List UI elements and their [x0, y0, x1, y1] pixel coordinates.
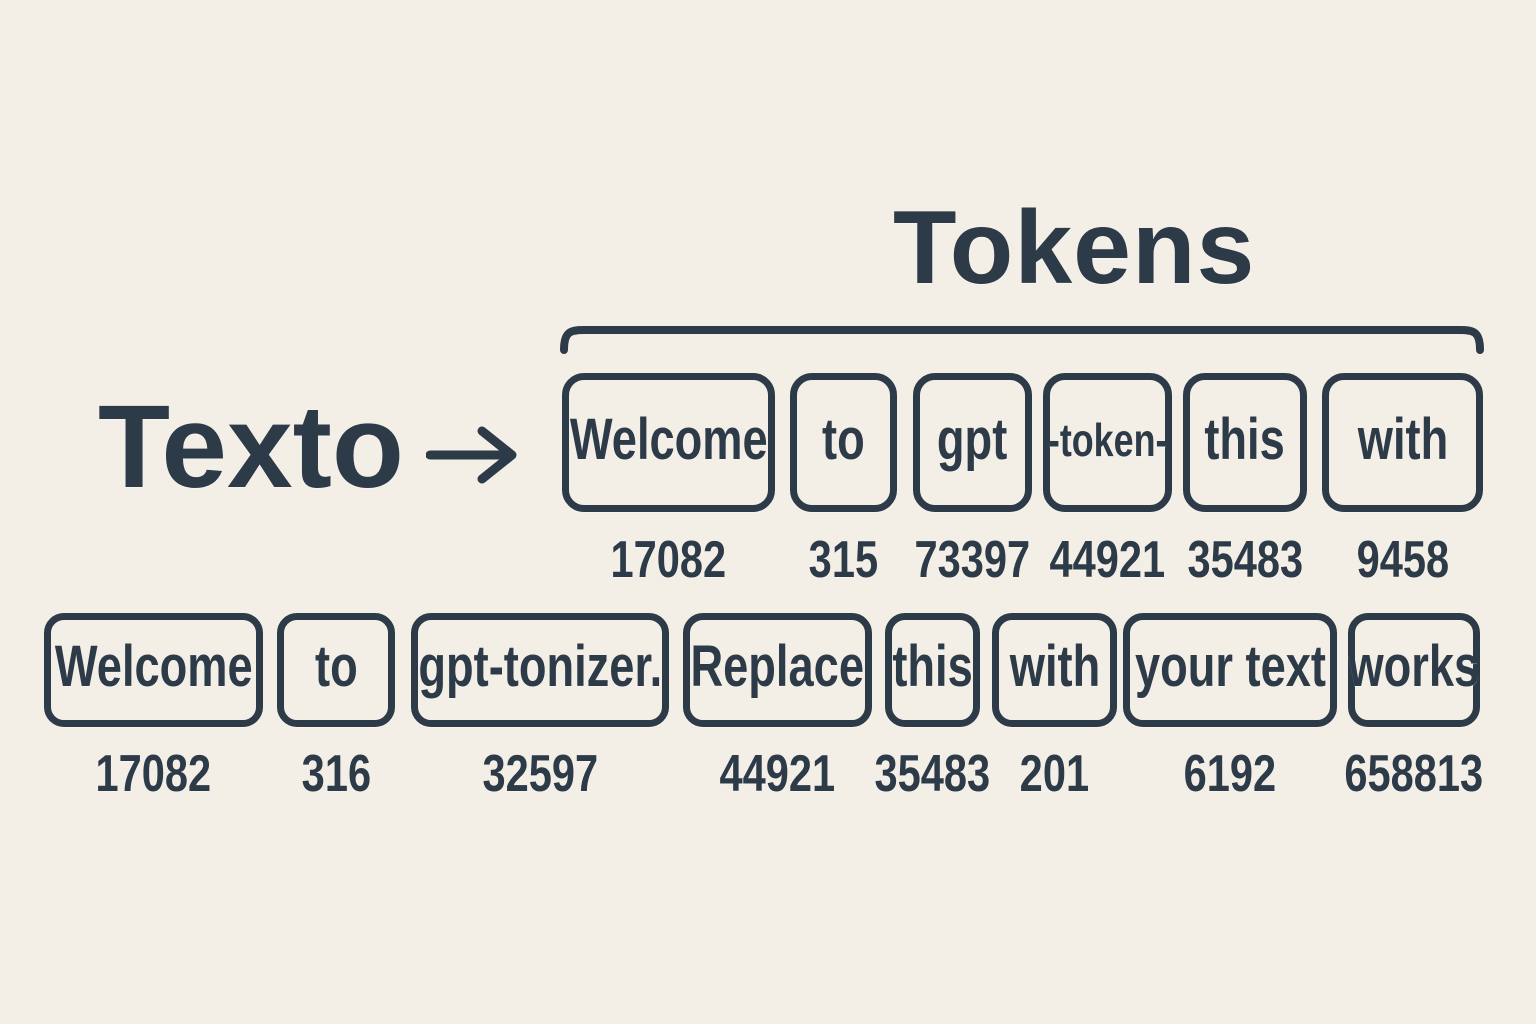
tokens-title: Tokens — [893, 190, 1256, 306]
token-box: this — [885, 613, 980, 727]
token-id: 32597 — [482, 745, 598, 803]
token-box: with — [1322, 373, 1483, 512]
token-id: 35483 — [874, 745, 991, 803]
token-label: to — [314, 634, 358, 699]
token-box: to — [790, 373, 897, 512]
token-box: gpt-tonizer. — [411, 613, 669, 727]
token-label: to — [822, 406, 865, 472]
token-id: 44921 — [1049, 531, 1166, 589]
token-id: 17082 — [610, 531, 727, 589]
token-id: 44921 — [719, 745, 836, 803]
token-label: gpt-tonizer. — [418, 634, 662, 699]
token-id: 201 — [1019, 745, 1090, 803]
token-id: 316 — [301, 745, 371, 803]
token-id: 658813 — [1344, 745, 1484, 803]
token-box: -token- — [1043, 373, 1172, 512]
token-label: this — [892, 634, 973, 699]
token-box: with — [992, 613, 1117, 727]
token-label: Replace — [690, 634, 865, 699]
token-id: 17082 — [95, 745, 212, 803]
token-id: 9458 — [1356, 531, 1449, 589]
token-box: Replace — [683, 613, 872, 727]
token-box: to — [277, 613, 395, 727]
texto-label: Texto — [98, 381, 404, 513]
token-box: your text — [1123, 613, 1337, 727]
token-label: Welcome — [569, 406, 768, 472]
token-box: Welcome — [44, 613, 263, 727]
token-label: works — [1348, 634, 1480, 699]
token-label: -token- — [1047, 413, 1168, 466]
token-id: 6192 — [1183, 745, 1277, 803]
token-label: with — [1357, 406, 1448, 472]
token-label: your text — [1134, 634, 1326, 699]
token-id: 35483 — [1187, 531, 1303, 589]
token-box: gpt — [913, 373, 1032, 512]
token-label: gpt — [937, 406, 1008, 472]
right-arrow-icon — [426, 426, 517, 484]
token-label: Welcome — [54, 634, 253, 699]
token-label: this — [1204, 406, 1286, 472]
token-id: 315 — [808, 531, 879, 589]
token-label: with — [1009, 634, 1100, 699]
token-box: this — [1183, 373, 1307, 512]
tokens-bracket — [560, 326, 1484, 354]
token-box: works — [1348, 613, 1480, 727]
token-id: 73397 — [914, 531, 1031, 589]
token-box: Welcome — [562, 373, 775, 512]
